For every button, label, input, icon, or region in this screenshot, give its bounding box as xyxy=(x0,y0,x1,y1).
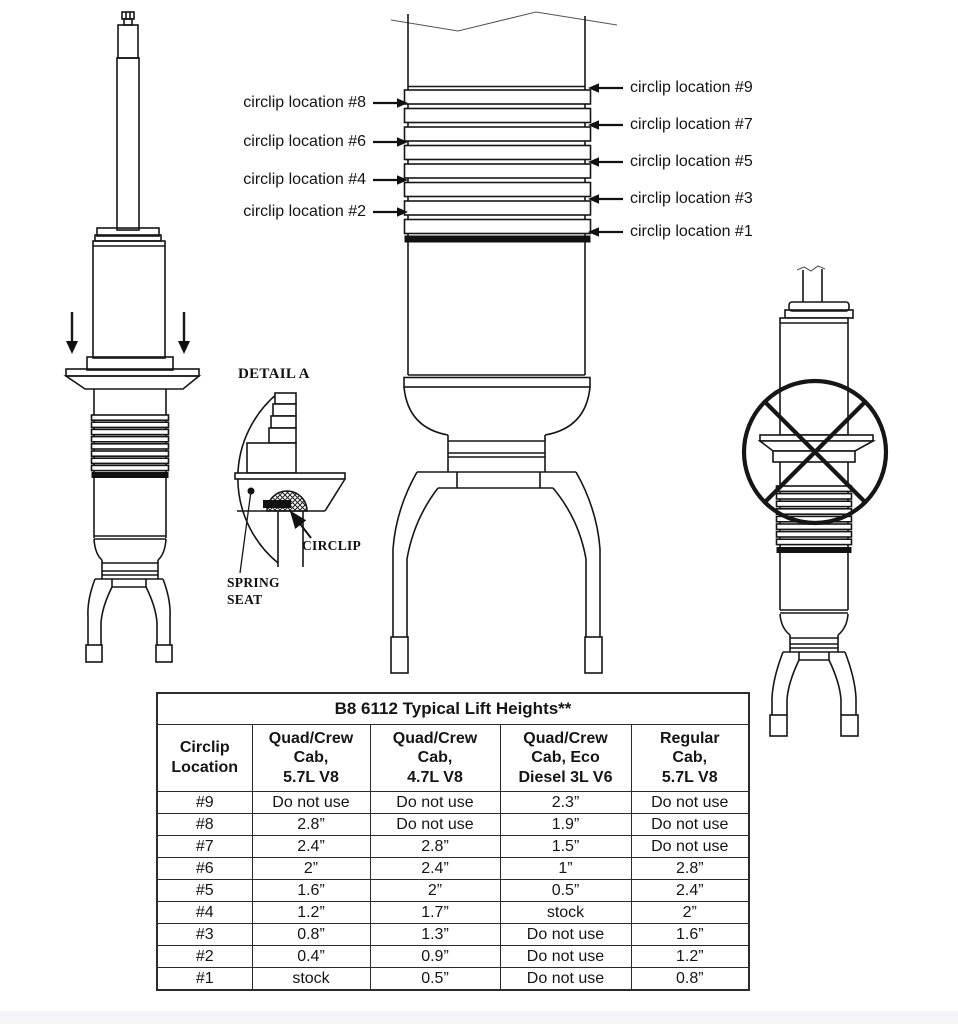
center-shock-diagram xyxy=(390,11,618,674)
circlip-location-cell: #6 xyxy=(156,857,253,880)
table-title: B8 6112 Typical Lift Heights** xyxy=(156,692,750,725)
table-cell: stock xyxy=(499,901,632,924)
table-cell: 2.4” xyxy=(630,879,750,902)
column-header: Quad/Crew Cab, Eco Diesel 3L V6 xyxy=(499,724,632,792)
arrow-right-icon xyxy=(373,175,408,185)
table-row: #7 2.4” 2.8” 1.5” Do not use xyxy=(156,835,750,858)
arrow-right-icon xyxy=(373,98,408,108)
callout-circlip-location-9: circlip location #9 xyxy=(588,78,753,98)
callout-label: circlip location #5 xyxy=(630,153,753,170)
callout-label: circlip location #4 xyxy=(243,171,366,188)
arrow-right-icon xyxy=(373,137,408,147)
callout-circlip-location-1: circlip location #1 xyxy=(588,222,753,242)
callout-label: circlip location #7 xyxy=(630,116,753,133)
table-row: #1 stock 0.5” Do not use 0.8” xyxy=(156,967,750,991)
table-cell: 2” xyxy=(630,901,750,924)
circlip-location-cell: #1 xyxy=(156,967,253,991)
table-row: #6 2” 2.4” 1” 2.8” xyxy=(156,857,750,880)
callout-label: circlip location #1 xyxy=(630,223,753,240)
table-cell: 1.7” xyxy=(369,901,501,924)
table-cell: 2” xyxy=(251,857,371,880)
circlip-location-cell: #4 xyxy=(156,901,253,924)
lift-heights-table: B8 6112 Typical Lift Heights** Circlip L… xyxy=(156,692,751,991)
arrow-right-icon xyxy=(373,207,408,217)
table-cell: Do not use xyxy=(630,835,750,858)
callout-label: circlip location #3 xyxy=(630,190,753,207)
table-row: #2 0.4” 0.9” Do not use 1.2” xyxy=(156,945,750,968)
table-cell: 2.4” xyxy=(251,835,371,858)
circlip-location-cell: #8 xyxy=(156,813,253,836)
table-cell: 1.2” xyxy=(630,945,750,968)
table-cell: Do not use xyxy=(499,923,632,946)
arrow-left-icon xyxy=(588,157,623,167)
spring-seat-label: SPRING SEAT xyxy=(227,575,280,607)
table-cell: 1.3” xyxy=(369,923,501,946)
detail-a-title: DETAIL A xyxy=(238,366,310,382)
right-shock-prohibited-diagram xyxy=(741,265,889,737)
table-cell: 1” xyxy=(499,857,632,880)
table-cell: 0.5” xyxy=(499,879,632,902)
column-header: Quad/Crew Cab, 5.7L V8 xyxy=(251,724,371,792)
callout-circlip-location-3: circlip location #3 xyxy=(588,189,753,209)
callout-label: circlip location #8 xyxy=(243,94,366,111)
left-shock-diagram xyxy=(63,11,202,663)
table-row: #9 Do not use Do not use 2.3” Do not use xyxy=(156,791,750,814)
circlip-location-cell: #5 xyxy=(156,879,253,902)
prohibited-cross-icon xyxy=(741,378,889,526)
table-cell: 1.2” xyxy=(251,901,371,924)
table-cell: 2.8” xyxy=(630,857,750,880)
column-header: Regular Cab, 5.7L V8 xyxy=(630,724,750,792)
table-cell: 1.5” xyxy=(499,835,632,858)
table-cell: 0.9” xyxy=(369,945,501,968)
arrow-left-icon xyxy=(588,83,623,93)
table-cell: 0.8” xyxy=(251,923,371,946)
arrow-left-icon xyxy=(588,120,623,130)
table-row: #5 1.6” 2” 0.5” 2.4” xyxy=(156,879,750,902)
table-cell: 0.5” xyxy=(369,967,501,991)
column-header: Quad/Crew Cab, 4.7L V8 xyxy=(369,724,501,792)
table-cell: 2.8” xyxy=(369,835,501,858)
table-row: #8 2.8” Do not use 1.9” Do not use xyxy=(156,813,750,836)
detail-a-drawing xyxy=(234,392,346,574)
table-cell: 1.6” xyxy=(251,879,371,902)
callout-circlip-location-8: circlip location #8 xyxy=(232,93,408,113)
table-cell: Do not use xyxy=(251,791,371,814)
callout-label: circlip location #9 xyxy=(630,79,753,96)
page-bottom-margin xyxy=(0,1011,958,1024)
table-cell: 2.3” xyxy=(499,791,632,814)
table-cell: 0.4” xyxy=(251,945,371,968)
table-cell: 1.9” xyxy=(499,813,632,836)
table-cell: Do not use xyxy=(630,813,750,836)
callout-label: circlip location #6 xyxy=(243,133,366,150)
table-cell: Do not use xyxy=(369,791,501,814)
table-header-row: Circlip Location Quad/Crew Cab, 5.7L V8 … xyxy=(156,724,750,792)
circlip-location-cell: #9 xyxy=(156,791,253,814)
table-cell: Do not use xyxy=(369,813,501,836)
table-title-row: B8 6112 Typical Lift Heights** xyxy=(156,692,750,725)
table-cell: Do not use xyxy=(630,791,750,814)
callout-label: circlip location #2 xyxy=(243,203,366,220)
callout-circlip-location-5: circlip location #5 xyxy=(588,152,753,172)
table-cell: stock xyxy=(251,967,371,991)
table-cell: 2.4” xyxy=(369,857,501,880)
table-cell: 2” xyxy=(369,879,501,902)
callout-circlip-location-7: circlip location #7 xyxy=(588,115,753,135)
callout-circlip-location-4: circlip location #4 xyxy=(232,170,408,190)
arrow-left-icon xyxy=(588,194,623,204)
circlip-location-cell: #2 xyxy=(156,945,253,968)
arrow-left-icon xyxy=(588,227,623,237)
callout-circlip-location-2: circlip location #2 xyxy=(232,202,408,222)
table-cell: 1.6” xyxy=(630,923,750,946)
table-row: #3 0.8” 1.3” Do not use 1.6” xyxy=(156,923,750,946)
circlip-label: CIRCLIP xyxy=(302,538,362,553)
circlip-location-cell: #7 xyxy=(156,835,253,858)
table-cell: Do not use xyxy=(499,967,632,991)
column-header: Circlip Location xyxy=(156,724,253,792)
table-cell: 2.8” xyxy=(251,813,371,836)
table-cell: Do not use xyxy=(499,945,632,968)
table-cell: 0.8” xyxy=(630,967,750,991)
circlip-location-cell: #3 xyxy=(156,923,253,946)
callout-circlip-location-6: circlip location #6 xyxy=(232,132,408,152)
table-row: #4 1.2” 1.7” stock 2” xyxy=(156,901,750,924)
